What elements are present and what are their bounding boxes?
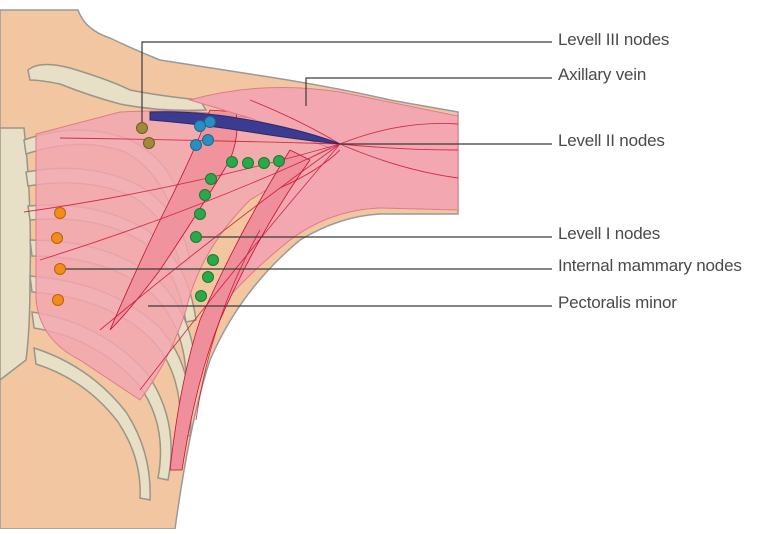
- level1-node: [200, 190, 211, 201]
- level2-node: [191, 140, 202, 151]
- label-level1-nodes: Levell I nodes: [558, 224, 660, 244]
- level1-node: [227, 157, 238, 168]
- level1-node: [243, 158, 254, 169]
- label-level3-nodes: Levell III nodes: [558, 30, 669, 50]
- internal-mammary-node: [52, 233, 63, 244]
- level2-node: [195, 121, 206, 132]
- label-level2-nodes: Levell II nodes: [558, 131, 665, 151]
- level1-node: [274, 156, 285, 167]
- level2-node: [203, 135, 214, 146]
- level1-node: [195, 209, 206, 220]
- level1-node: [259, 158, 270, 169]
- sternum-bone: [0, 128, 30, 380]
- level3-node: [137, 123, 148, 134]
- level3-node: [144, 138, 155, 149]
- internal-mammary-node: [55, 208, 66, 219]
- level2-node: [205, 117, 216, 128]
- level1-node: [191, 232, 202, 243]
- level1-node: [203, 272, 214, 283]
- internal-mammary-node: [53, 295, 64, 306]
- level1-node: [208, 255, 219, 266]
- internal-mammary-node: [55, 264, 66, 275]
- label-internal-mammary-nodes: Internal mammary nodes: [558, 256, 742, 276]
- level1-node: [196, 291, 207, 302]
- label-pectoralis-minor: Pectoralis minor: [558, 293, 677, 313]
- level1-node: [206, 174, 217, 185]
- label-axillary-vein: Axillary vein: [558, 65, 646, 85]
